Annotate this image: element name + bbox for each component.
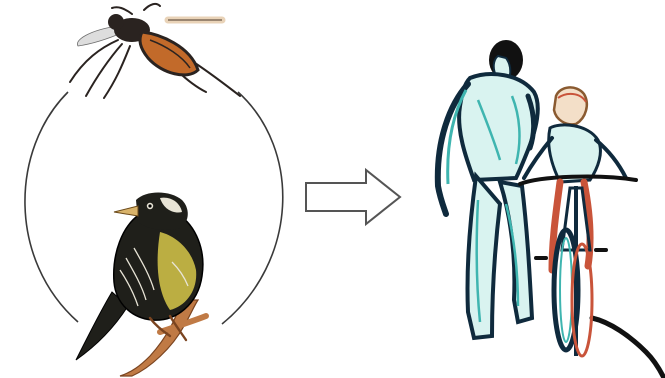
- ground-line: [592, 318, 664, 378]
- cycle-arc-left: [25, 92, 78, 322]
- mosquito-icon: [70, 4, 240, 98]
- bird-icon: [76, 193, 206, 377]
- cycle-arc-right: [222, 92, 283, 324]
- adult-figure: [438, 40, 538, 338]
- arrow-right-icon: [306, 170, 400, 224]
- child-on-bicycle: [520, 87, 636, 356]
- adult-and-child-cycling-icon: [438, 40, 664, 378]
